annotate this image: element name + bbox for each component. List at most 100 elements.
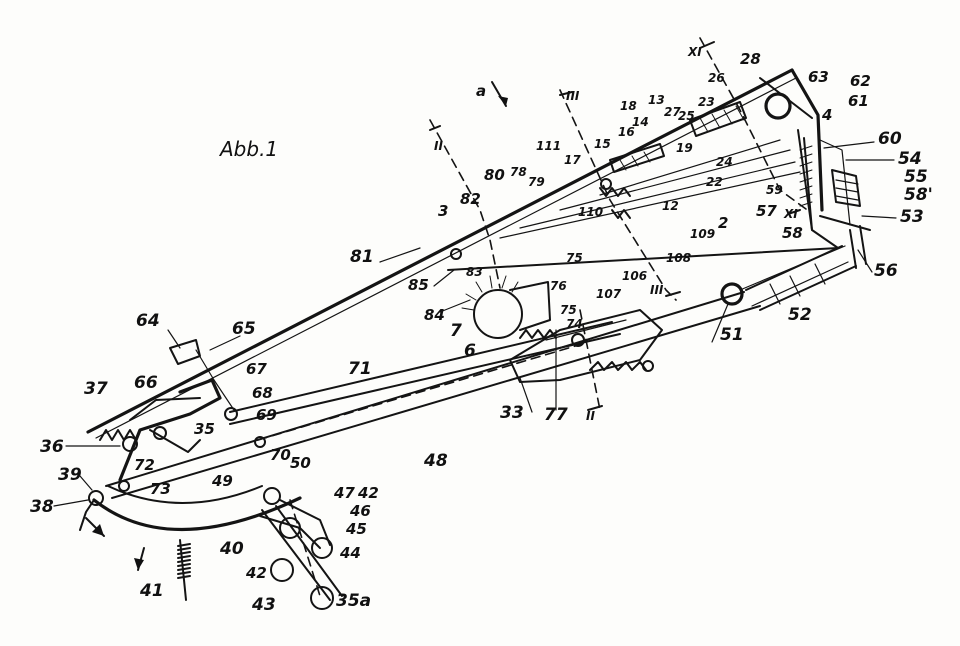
label-75-upper: 75 <box>566 251 583 265</box>
label-78: 78 <box>510 165 527 179</box>
label-25: 25 <box>678 109 695 123</box>
section-iii-bottom: III <box>650 283 664 297</box>
label-48: 48 <box>423 451 448 471</box>
spring-41 <box>177 539 191 601</box>
pedal-64-65 <box>169 339 235 411</box>
label-17: 17 <box>564 153 581 167</box>
label-56: 56 <box>874 261 898 281</box>
label-54: 54 <box>898 149 922 169</box>
section-xi-right: XI <box>783 207 798 221</box>
label-14: 14 <box>632 115 649 129</box>
label-40: 40 <box>219 539 244 559</box>
label-64: 64 <box>136 311 160 331</box>
label-13: 13 <box>648 93 665 107</box>
label-7: 7 <box>450 321 462 341</box>
label-47: 47 <box>333 484 355 502</box>
label-52: 52 <box>788 305 812 325</box>
label-110: 110 <box>578 205 603 219</box>
label-42-right: 42 <box>357 484 379 502</box>
spring-37 <box>99 429 137 441</box>
label-74: 74 <box>566 317 583 331</box>
label-12: 12 <box>662 199 679 213</box>
label-107: 107 <box>596 287 622 301</box>
cylinder-52 <box>745 245 857 311</box>
label-83: 83 <box>466 265 483 279</box>
label-72: 72 <box>134 456 155 474</box>
label-43: 43 <box>251 595 276 615</box>
label-108: 108 <box>666 251 691 265</box>
label-75: 75 <box>560 303 577 317</box>
label-46: 46 <box>349 502 371 520</box>
label-44: 44 <box>339 544 361 562</box>
label-16: 16 <box>618 125 635 139</box>
section-markers <box>429 41 801 411</box>
label-84: 84 <box>424 306 445 324</box>
label-24: 24 <box>716 155 733 169</box>
label-51: 51 <box>720 325 744 345</box>
bracket-33 <box>509 309 663 383</box>
label-67: 67 <box>246 360 267 378</box>
label-18: 18 <box>620 99 637 113</box>
label-4: 4 <box>821 106 832 124</box>
section-ii-bottom: II <box>586 409 595 423</box>
label-65: 65 <box>232 319 256 339</box>
section-ii-top: II <box>434 139 443 153</box>
label-53: 53 <box>900 207 924 227</box>
label-59: 59 <box>766 183 783 197</box>
label-76: 76 <box>550 279 567 293</box>
label-80: 80 <box>484 166 505 184</box>
label-66: 66 <box>134 373 158 393</box>
label-22: 22 <box>706 175 723 189</box>
label-23: 23 <box>698 95 715 109</box>
label-35: 35 <box>194 420 215 438</box>
label-60: 60 <box>878 129 902 149</box>
rods-53-56 <box>819 215 871 269</box>
dashed-links <box>257 37 811 597</box>
figure-title: Abb.1 <box>218 137 278 161</box>
leader-lines <box>53 141 897 507</box>
arrow-lever-40 <box>85 517 145 571</box>
label-55: 55 <box>904 167 928 187</box>
label-49: 49 <box>211 472 233 490</box>
arrow-a-label: a <box>476 82 486 100</box>
label-81: 81 <box>350 247 374 267</box>
label-36: 36 <box>40 437 64 457</box>
label-26: 26 <box>708 71 725 85</box>
label-61: 61 <box>848 92 869 110</box>
block-23-26 <box>609 101 747 173</box>
spring-lower-right <box>519 329 647 371</box>
label-106: 106 <box>622 269 647 283</box>
label-42-left: 42 <box>245 564 267 582</box>
label-3: 3 <box>438 202 448 220</box>
pivots <box>88 92 792 610</box>
label-73: 73 <box>150 480 171 498</box>
label-50: 50 <box>290 454 311 472</box>
label-37: 37 <box>84 379 108 399</box>
section-iii-top: III <box>566 89 580 103</box>
label-77: 77 <box>544 405 568 425</box>
label-28: 28 <box>740 50 761 68</box>
label-2: 2 <box>718 214 728 232</box>
label-33: 33 <box>500 403 524 423</box>
link-arms-42-47 <box>259 499 343 601</box>
label-82: 82 <box>460 190 481 208</box>
spring-upper <box>599 187 631 219</box>
label-38: 38 <box>30 497 54 517</box>
label-111: 111 <box>536 139 561 153</box>
label-62: 62 <box>850 72 871 90</box>
label-85: 85 <box>408 276 429 294</box>
label-70: 70 <box>270 446 291 464</box>
label-45: 45 <box>345 520 367 538</box>
label-6: 6 <box>464 341 476 361</box>
label-35a: 35a <box>336 591 371 611</box>
label-58: 58 <box>782 224 803 242</box>
label-63: 63 <box>808 68 829 86</box>
label-39: 39 <box>58 465 82 485</box>
label-57: 57 <box>756 202 777 220</box>
rack-58 <box>799 137 861 231</box>
section-xi-top: XI <box>687 45 702 59</box>
label-27: 27 <box>664 105 681 119</box>
label-71: 71 <box>348 359 372 379</box>
label-109: 109 <box>690 227 715 241</box>
